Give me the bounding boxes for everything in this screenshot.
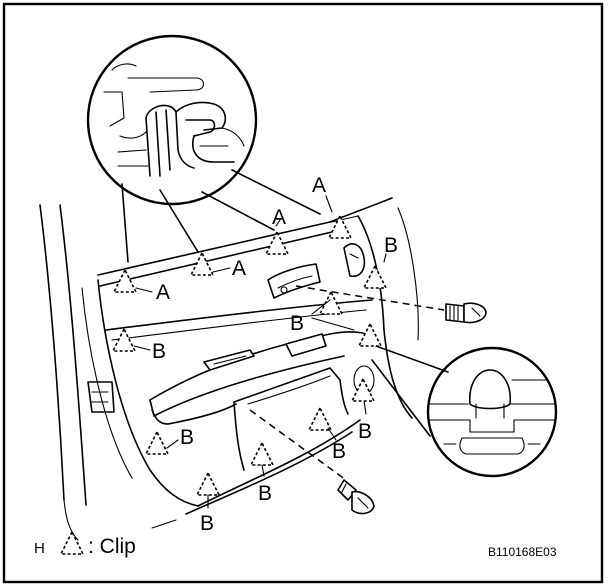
label-a-2: A [232, 257, 246, 280]
figure-code: B110168E03 [488, 545, 557, 559]
label-b-6: B [358, 420, 372, 443]
label-a-1: A [156, 281, 170, 304]
legend-text: : Clip [88, 535, 136, 558]
door-frame-outline [39, 197, 419, 541]
clip-marker-a-4 [327, 214, 353, 239]
legend-marker-letter: H [34, 540, 45, 557]
clip-marker-b-3 [195, 471, 221, 496]
clip-marker-b-4 [249, 441, 275, 466]
door-trim-panel [105, 243, 375, 471]
label-b-7: B [290, 312, 304, 335]
clip-marker-a-3 [264, 230, 290, 255]
label-a-3: A [272, 206, 286, 229]
upper-screw [295, 285, 487, 324]
lower-screw [249, 409, 375, 515]
detail-view-top [86, 34, 321, 263]
clip-marker-b-5 [307, 406, 333, 431]
label-b-5: B [332, 440, 346, 463]
label-a-4: A [312, 174, 326, 197]
label-b-1: B [152, 340, 166, 363]
clip-marker-b-6 [350, 377, 376, 402]
label-b-4: B [258, 482, 272, 505]
label-b-3: B [200, 512, 214, 535]
legend: H : Clip [34, 530, 136, 558]
clip-marker-b-7 [357, 322, 383, 347]
label-b-2: B [180, 426, 194, 449]
label-leaders [133, 195, 387, 509]
clip-marker-b-2 [144, 430, 170, 455]
clip-marker-b-9 [362, 264, 388, 289]
clip-marker-a-2 [189, 251, 215, 276]
clip-marker-a-1 [112, 268, 138, 293]
clip-marker-b-1 [111, 327, 137, 352]
label-b-8: B [384, 234, 398, 257]
detail-view-clip-closeup [371, 345, 558, 478]
legend-clip-triangle [59, 530, 85, 555]
